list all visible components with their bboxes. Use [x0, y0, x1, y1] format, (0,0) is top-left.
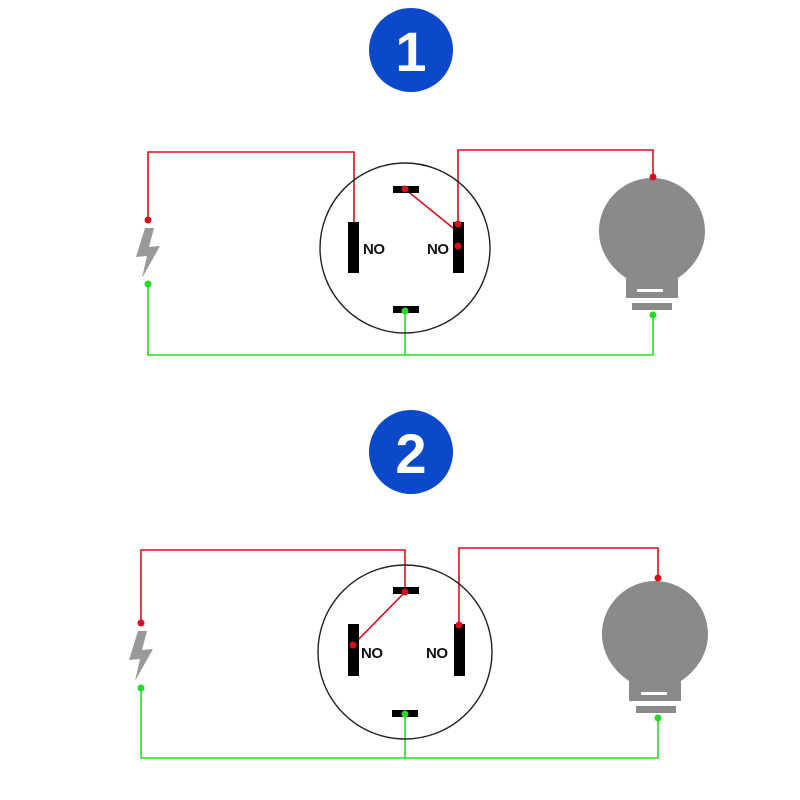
- diagram-1: 1 NO NO: [136, 8, 705, 356]
- bulb-positive-dot: [649, 173, 657, 181]
- top-terminal-dot: [401, 185, 409, 193]
- power-bolt-icon: [136, 228, 160, 278]
- positive-wire-left: [147, 151, 355, 222]
- light-bulb-icon: [599, 178, 705, 310]
- negative-wire: [140, 688, 659, 759]
- right-terminal-label: NO: [427, 241, 449, 258]
- diagram-2: 2 NO NO: [129, 410, 708, 759]
- step-number: 1: [395, 20, 426, 83]
- step-badge-1: 1: [369, 8, 453, 92]
- top-terminal-dot: [401, 588, 409, 596]
- right-terminal: [454, 624, 465, 676]
- battery-negative-dot: [144, 280, 152, 288]
- bulb-negative-dot: [654, 714, 662, 722]
- positive-wire-right: [458, 547, 659, 623]
- light-bulb-icon: [602, 581, 708, 713]
- badge-circle: [369, 410, 453, 494]
- step-number: 2: [395, 422, 426, 485]
- bottom-terminal-dot: [401, 710, 409, 718]
- badge-circle: [369, 8, 453, 92]
- right-terminal-dot-2: [454, 242, 462, 250]
- bottom-terminal-dot: [401, 307, 409, 315]
- left-terminal-label: NO: [363, 241, 385, 258]
- right-terminal-dot: [454, 220, 462, 228]
- bulb-negative-dot: [649, 311, 657, 319]
- battery-positive-dot: [144, 216, 152, 224]
- negative-wire: [147, 284, 654, 356]
- battery-positive-dot: [137, 619, 145, 627]
- right-terminal-label: NO: [426, 645, 448, 662]
- left-terminal: [348, 222, 359, 273]
- positive-wire-right: [457, 149, 654, 222]
- power-bolt-icon: [129, 631, 153, 681]
- left-terminal-dot: [349, 641, 357, 649]
- bulb-positive-dot: [654, 574, 662, 582]
- switch-ring: [317, 564, 493, 740]
- right-terminal-dot: [455, 621, 463, 629]
- positive-wire-left: [140, 549, 406, 623]
- internal-bridge: [404, 188, 459, 233]
- switch-ring: [319, 162, 491, 334]
- internal-bridge: [352, 591, 406, 646]
- left-terminal-label: NO: [361, 645, 383, 662]
- step-badge-2: 2: [369, 410, 453, 494]
- battery-negative-dot: [137, 684, 145, 692]
- left-terminal: [348, 624, 359, 676]
